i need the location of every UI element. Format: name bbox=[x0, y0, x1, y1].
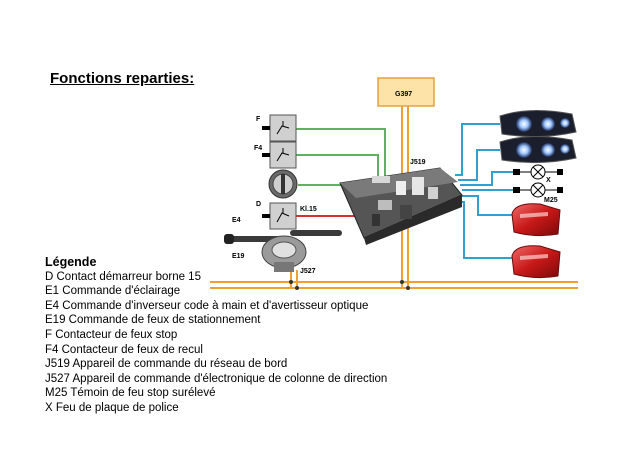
e19-label: E19 bbox=[232, 253, 245, 260]
taillight-top bbox=[511, 203, 561, 237]
legend-item: E4 Commande d'inverseur code à main et d… bbox=[45, 299, 369, 312]
f-label: F bbox=[256, 116, 261, 123]
g397-label: G397 bbox=[395, 91, 412, 98]
e1-light-switch bbox=[268, 169, 298, 199]
f4-reverse-switch: F4 bbox=[254, 141, 297, 169]
kl15-label: Kl.15 bbox=[300, 206, 317, 213]
g397-sensor: G397 bbox=[377, 77, 435, 107]
legend-item: X Feu de plaque de police bbox=[45, 401, 179, 414]
headlight-bottom bbox=[499, 135, 577, 164]
d-ignition-switch: D Kl.15 E4 bbox=[232, 201, 317, 230]
headlight-top bbox=[499, 109, 577, 138]
legend-item: E1 Commande d'éclairage bbox=[45, 285, 181, 298]
page-title: Fonctions reparties: bbox=[50, 70, 195, 87]
taillight-bottom bbox=[511, 245, 561, 279]
j527-label: J527 bbox=[300, 268, 316, 275]
j519-control-unit: J519 bbox=[339, 159, 463, 245]
e4-label: E4 bbox=[232, 217, 241, 224]
legend-item: J519 Appareil de commande du réseau de b… bbox=[45, 358, 288, 371]
bus-junctions bbox=[289, 280, 410, 290]
legend-item: E19 Commande de feux de stationnement bbox=[45, 314, 261, 327]
legend-item: D Contact démarreur borne 15 bbox=[45, 270, 201, 283]
legend: Légende D Contact démarreur borne 15 E1 … bbox=[45, 255, 387, 416]
j527-steering-column: E19 J527 bbox=[224, 230, 342, 275]
blue-wires bbox=[455, 123, 520, 259]
legend-item: M25 Témoin de feu stop surélevé bbox=[45, 387, 216, 400]
d-label: D bbox=[256, 201, 261, 208]
legend-item: J527 Appareil de commande d'électronique… bbox=[45, 372, 388, 385]
legend-item: F4 Contacteur de feux de recul bbox=[45, 343, 203, 356]
x-label: X bbox=[546, 177, 551, 184]
f-brake-switch: F bbox=[256, 114, 297, 142]
j519-label: J519 bbox=[410, 159, 426, 166]
m25-high-brake-lamp: M25 bbox=[513, 182, 563, 204]
f4-label: F4 bbox=[254, 145, 262, 152]
legend-item: F Contacteur de feux stop bbox=[45, 328, 178, 341]
green-wires bbox=[296, 128, 386, 186]
x-plate-lamp: X bbox=[513, 164, 563, 184]
m25-label: M25 bbox=[544, 197, 558, 204]
legend-title: Légende bbox=[45, 255, 97, 269]
